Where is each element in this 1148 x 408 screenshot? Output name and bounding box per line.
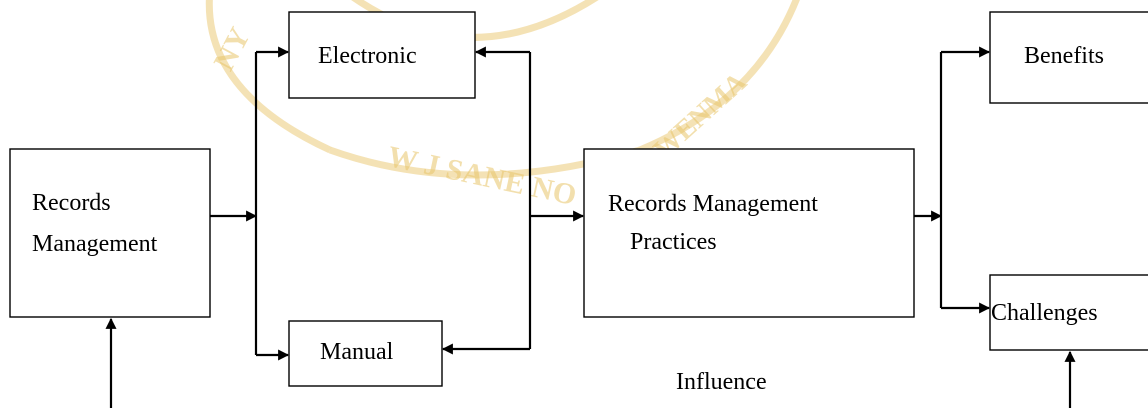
benefits-label: Benefits	[1024, 43, 1104, 69]
practices-label-line1: Records Management	[608, 191, 818, 217]
watermark-left-arc	[205, 0, 332, 154]
manual-label: Manual	[320, 339, 394, 365]
records-management-box	[9, 148, 211, 318]
records-management-label-line1: Records	[32, 190, 111, 216]
influence-label: Influence	[676, 369, 767, 395]
watermark-right-arc	[638, 0, 800, 154]
practices-label-line2: Practices	[630, 229, 717, 255]
watermark-band-text: W J SANE NO	[385, 140, 580, 212]
connectors	[105, 46, 1076, 408]
electronic-box	[288, 11, 476, 99]
challenges-label: Challenges	[991, 300, 1098, 326]
benefits-box	[989, 11, 1148, 104]
records-management-practices-box	[583, 148, 915, 318]
challenges-box	[989, 274, 1148, 351]
electronic-label: Electronic	[318, 43, 417, 69]
records-management-label-line2: Management	[32, 231, 158, 257]
